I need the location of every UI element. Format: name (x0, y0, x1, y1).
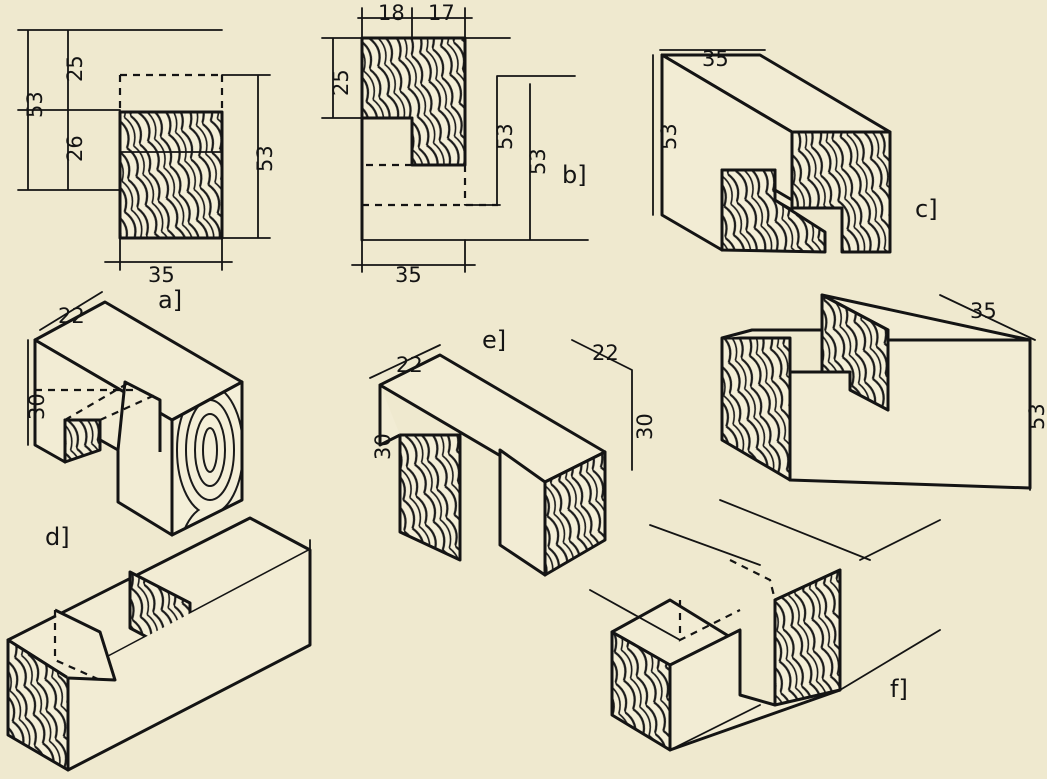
figure-c: 35 53 c] (652, 47, 938, 254)
dim-c-width: 35 (702, 47, 729, 71)
dim-d-width: 22 (58, 304, 85, 328)
dim-c-height: 53 (657, 123, 681, 150)
dim-b-w1: 18 (378, 1, 405, 25)
dim-e-w-right: 22 (592, 341, 619, 365)
figure-d-label: d] (45, 523, 70, 551)
figure-b: 18 17 25 53 53 35 b] (321, 1, 589, 287)
figure-d: 22 30 d] (25, 291, 244, 551)
figure-b-label: b] (562, 161, 587, 189)
dim-b-w2: 17 (428, 1, 455, 25)
figure-e-label: e] (482, 326, 506, 354)
dim-e-h-right: 30 (633, 413, 657, 440)
dim-e-w-left: 22 (396, 353, 423, 377)
figure-a: 53 25 26 53 35 a] (17, 29, 277, 314)
dim-e-h-left: 30 (371, 433, 395, 460)
dim-a-total-left: 53 (23, 91, 47, 118)
dim-b-h1: 25 (329, 69, 353, 96)
dim-a-width: 35 (148, 263, 175, 287)
dim-a-mid: 26 (63, 135, 87, 162)
dim-b-h-outer: 53 (526, 148, 550, 175)
dim-a-total-right: 53 (253, 145, 277, 172)
dim-d-height: 30 (25, 393, 49, 420)
figure-a-label: a] (158, 286, 182, 314)
figure-f-upper: 35 53 (720, 293, 1047, 491)
figure-e: 22 30 22 30 e] (369, 326, 657, 577)
figure-f-joint: f] (589, 499, 941, 752)
figure-c-label: c] (915, 195, 938, 223)
dim-b-h-inner: 53 (493, 123, 517, 150)
figure-f-label: f] (890, 675, 908, 703)
dim-f-height: 53 (1025, 403, 1047, 430)
bottom-left-joint (6, 516, 312, 772)
dim-a-top: 25 (63, 55, 87, 82)
dim-f-width: 35 (970, 299, 997, 323)
dim-b-width: 35 (395, 263, 422, 287)
